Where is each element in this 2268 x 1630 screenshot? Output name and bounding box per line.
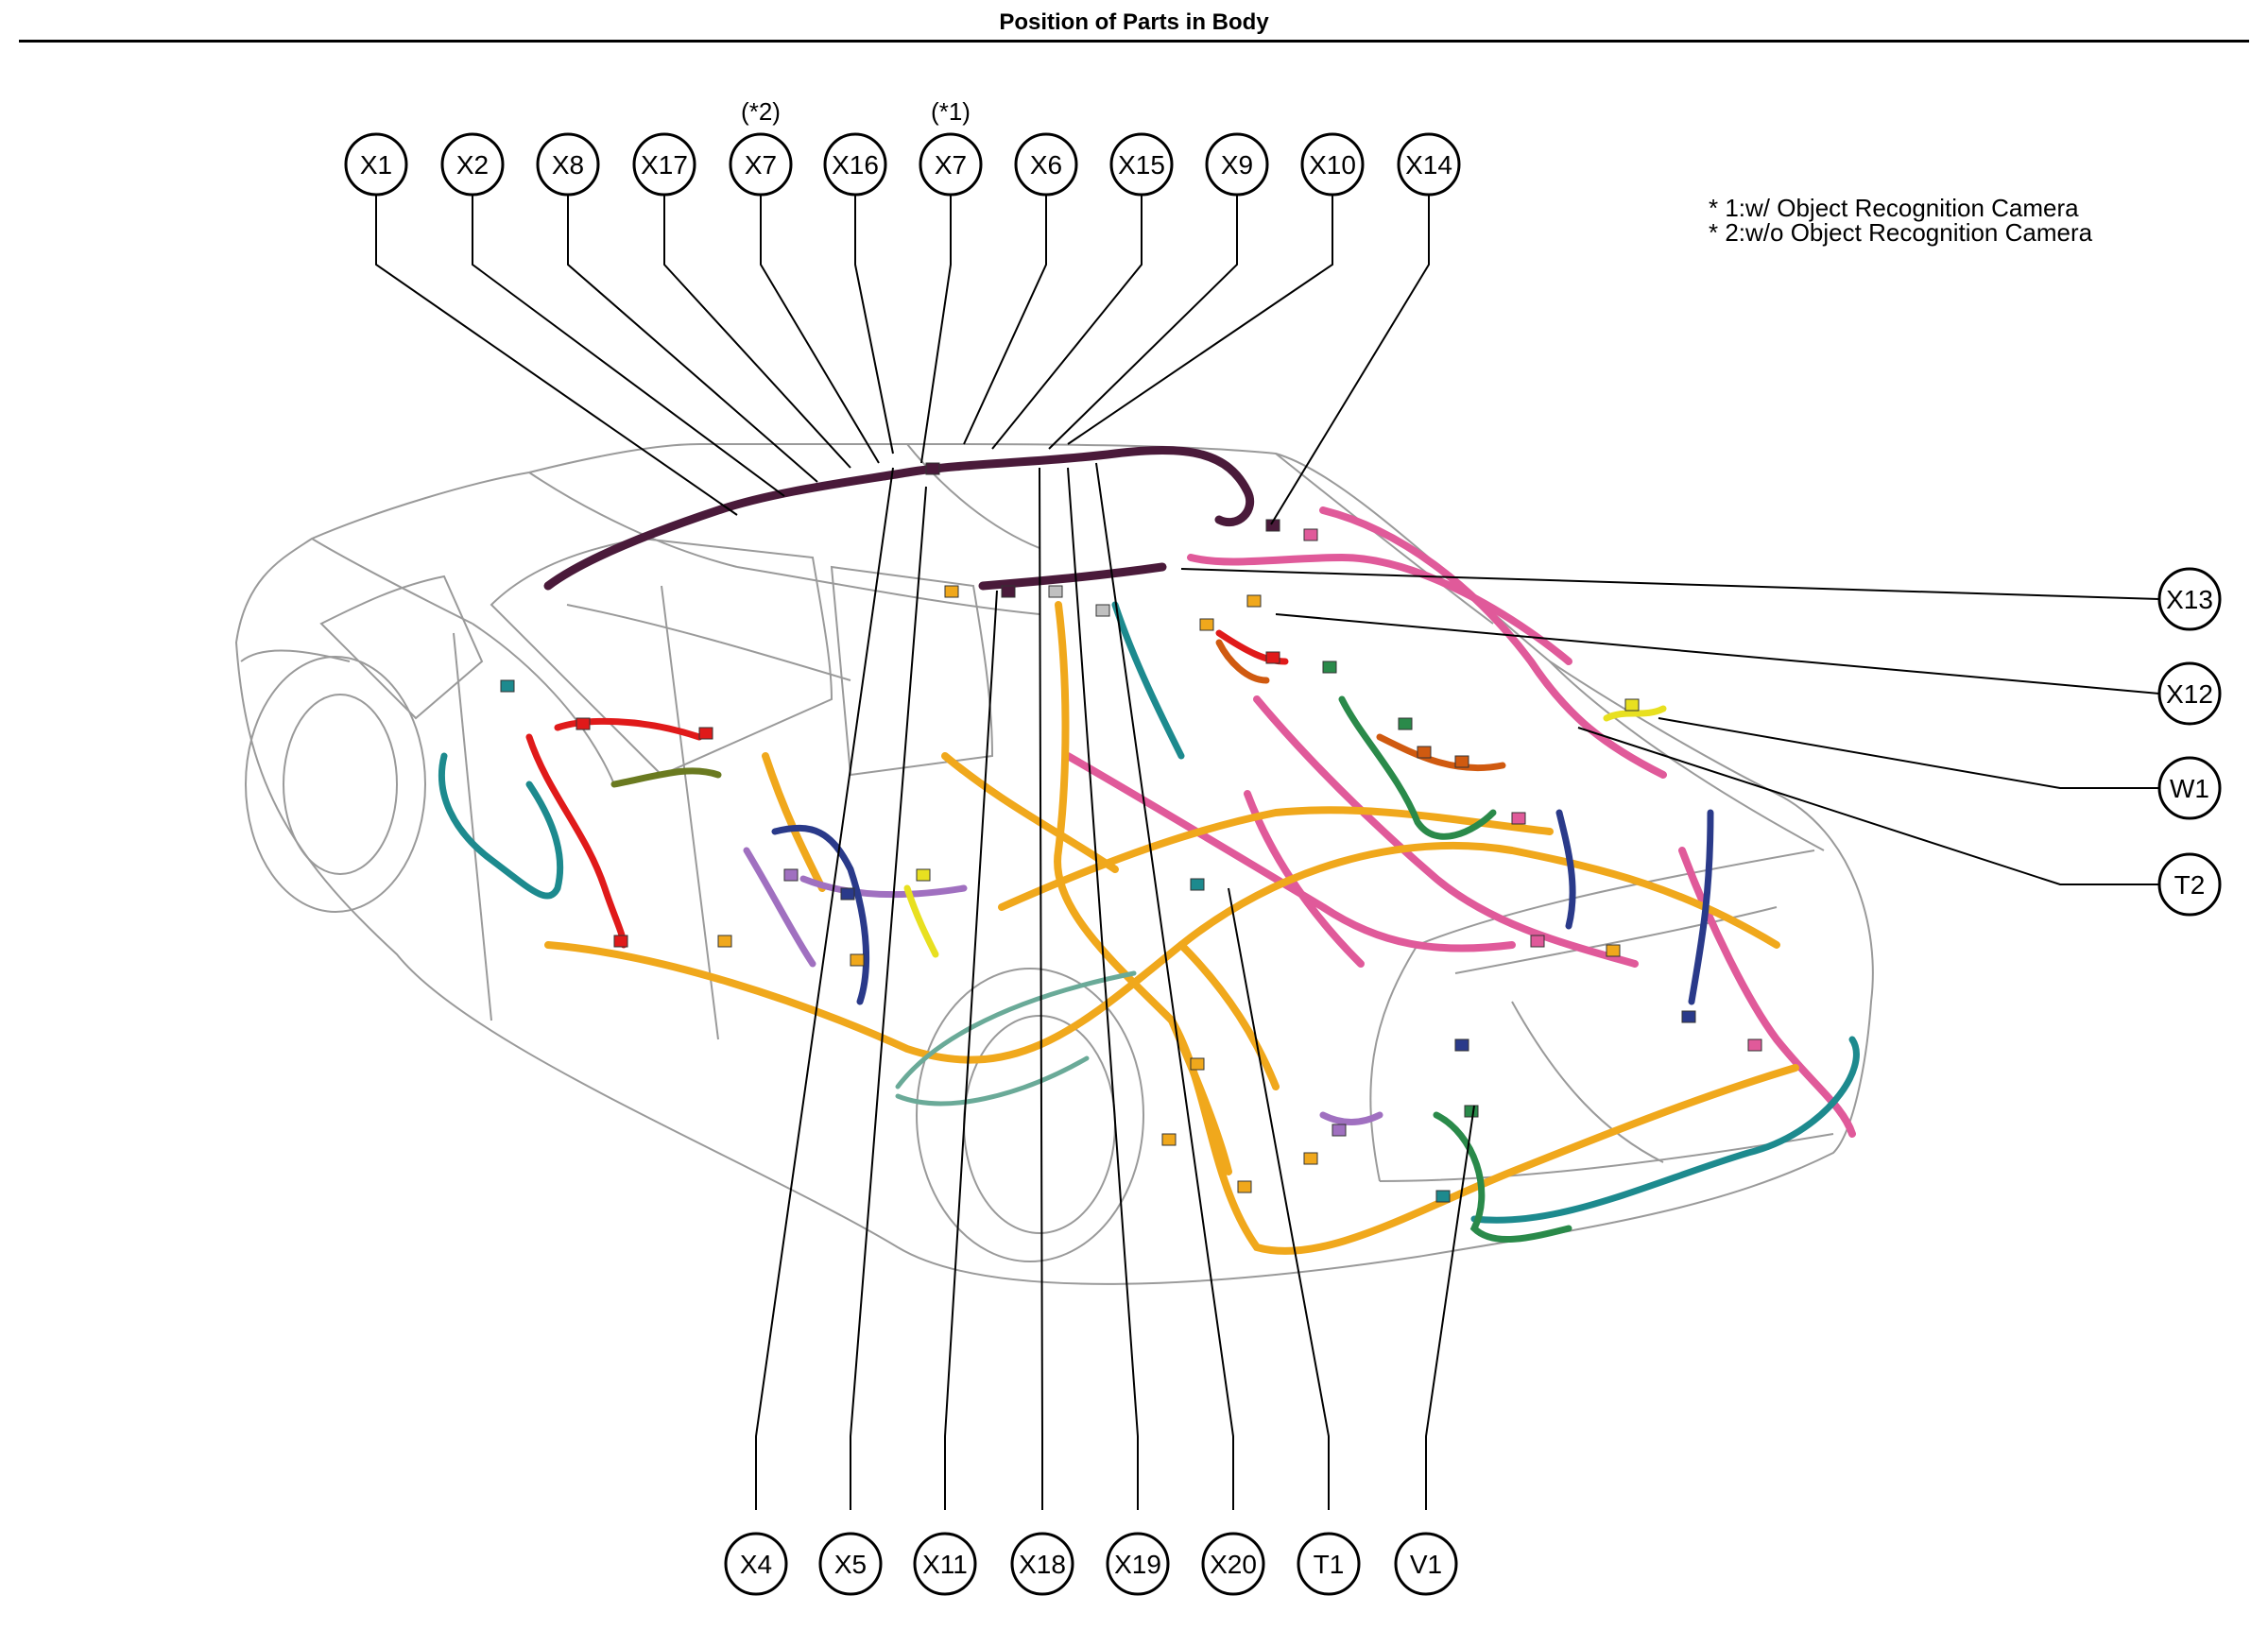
callout-v1 bbox=[1394, 1532, 1458, 1596]
callout-x11 bbox=[913, 1532, 977, 1596]
callout-x16 bbox=[823, 132, 887, 197]
callout-label: X5 bbox=[834, 1550, 867, 1579]
yellow-harness bbox=[903, 705, 1667, 958]
callout-x20 bbox=[1201, 1532, 1265, 1596]
leader-x8 bbox=[567, 195, 818, 483]
callout-x10 bbox=[1300, 132, 1365, 197]
leader-x10 bbox=[1067, 195, 1333, 445]
leader-t1 bbox=[1228, 887, 1330, 1510]
callout-x1 bbox=[344, 132, 408, 197]
leader-x11 bbox=[944, 590, 998, 1510]
callout-x15 bbox=[1109, 132, 1174, 197]
teal-harness bbox=[438, 601, 1860, 1224]
leader-v1 bbox=[1425, 1105, 1475, 1510]
leader-x5 bbox=[850, 486, 927, 1510]
leader-x18 bbox=[1039, 467, 1043, 1510]
green-harness bbox=[1338, 695, 1572, 1243]
page-title: Position of Parts in Body bbox=[999, 9, 1269, 35]
callout-label: T1 bbox=[1314, 1550, 1345, 1579]
callout-labels: X1 X2 X8 X17 X7 (*2) X16 X7 (*1) X6 X15 … bbox=[360, 97, 2213, 1579]
callout-x7-a bbox=[729, 132, 793, 197]
callout-label: X7 bbox=[745, 150, 777, 180]
leader-x14 bbox=[1270, 195, 1430, 525]
rear-wheel bbox=[916, 968, 1144, 1262]
callout-label: W1 bbox=[2170, 774, 2209, 803]
callout-label: X7 bbox=[935, 150, 967, 180]
leader-x7-b bbox=[920, 195, 952, 464]
callouts-right bbox=[2157, 567, 2222, 917]
leader-x17 bbox=[663, 195, 851, 469]
callout-label: T2 bbox=[2174, 870, 2206, 900]
callout-label: X6 bbox=[1030, 150, 1062, 180]
callout-x13 bbox=[2157, 567, 2222, 631]
callout-label: X20 bbox=[1210, 1550, 1257, 1579]
callout-note: (*2) bbox=[741, 97, 781, 126]
leader-lines bbox=[375, 195, 2160, 1510]
callout-x7-b bbox=[919, 132, 983, 197]
leader-x6 bbox=[963, 195, 1047, 445]
leader-x16 bbox=[854, 195, 894, 455]
legend-note-1: * 1:w/ Object Recognition Camera bbox=[1709, 194, 2079, 222]
callout-t1 bbox=[1297, 1532, 1361, 1596]
callout-x2 bbox=[440, 132, 505, 197]
leader-x2 bbox=[472, 195, 785, 497]
car-body-outline bbox=[234, 442, 1874, 1285]
callout-label: X18 bbox=[1019, 1550, 1066, 1579]
leader-x4 bbox=[755, 467, 894, 1510]
leader-x7-a bbox=[760, 195, 880, 464]
callouts-bottom bbox=[724, 1532, 1458, 1596]
callout-x4 bbox=[724, 1532, 788, 1596]
callout-label: X1 bbox=[360, 150, 392, 180]
callout-label: V1 bbox=[1410, 1550, 1442, 1579]
light-teal-harness bbox=[895, 970, 1137, 1107]
leader-x12 bbox=[1275, 613, 2160, 695]
window-outlines bbox=[319, 537, 994, 777]
callout-x12 bbox=[2157, 661, 2222, 726]
callout-label: X10 bbox=[1309, 150, 1356, 180]
callout-label: X14 bbox=[1405, 150, 1452, 180]
callout-x5 bbox=[818, 1532, 883, 1596]
roof-harness bbox=[543, 445, 1255, 591]
callout-x14 bbox=[1397, 132, 1461, 197]
callout-label: X2 bbox=[456, 150, 489, 180]
callout-label: X17 bbox=[641, 150, 688, 180]
callout-x9 bbox=[1205, 132, 1269, 197]
leader-t2 bbox=[1577, 727, 2159, 885]
legend-note-2: * 2:w/o Object Recognition Camera bbox=[1709, 218, 2093, 247]
leader-x19 bbox=[1067, 467, 1139, 1510]
callout-x18 bbox=[1010, 1532, 1074, 1596]
callout-label: X8 bbox=[552, 150, 584, 180]
callout-label: X16 bbox=[832, 150, 879, 180]
leader-x9 bbox=[1048, 195, 1238, 450]
callout-label: X9 bbox=[1221, 150, 1253, 180]
orange-harness bbox=[1215, 639, 1506, 772]
floor-harness bbox=[544, 601, 1799, 1255]
callout-x8 bbox=[536, 132, 600, 197]
leader-x20 bbox=[1095, 462, 1234, 1510]
purple-harness bbox=[743, 847, 1383, 1125]
olive-harness bbox=[610, 767, 722, 788]
leader-x13 bbox=[1180, 568, 2160, 600]
callout-label: X13 bbox=[2166, 585, 2213, 614]
callout-label: X11 bbox=[922, 1550, 968, 1579]
callout-label: X4 bbox=[740, 1550, 772, 1579]
leader-w1 bbox=[1658, 717, 2159, 789]
callout-x6 bbox=[1014, 132, 1078, 197]
navy-harness bbox=[771, 809, 1714, 1005]
callout-note: (*1) bbox=[931, 97, 971, 126]
harness-connectors bbox=[500, 462, 1762, 1203]
callouts-top bbox=[344, 132, 1461, 197]
front-wheel bbox=[240, 649, 426, 913]
leader-x15 bbox=[991, 195, 1143, 450]
callout-x17 bbox=[632, 132, 696, 197]
callout-t2 bbox=[2157, 852, 2222, 917]
callout-label: X15 bbox=[1118, 150, 1165, 180]
leader-x1 bbox=[375, 195, 738, 516]
callout-x19 bbox=[1106, 1532, 1170, 1596]
title-rule bbox=[19, 40, 2249, 43]
callout-w1 bbox=[2157, 756, 2222, 820]
callout-label: X12 bbox=[2166, 679, 2213, 709]
callout-label: X19 bbox=[1114, 1550, 1161, 1579]
